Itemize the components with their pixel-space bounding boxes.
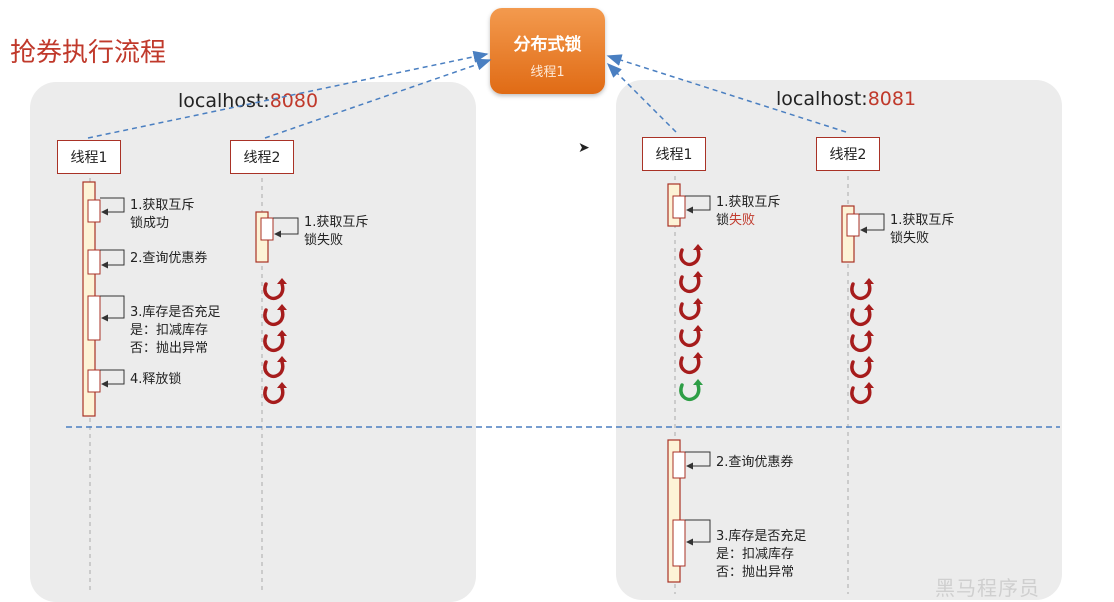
retry-arrowhead bbox=[277, 278, 287, 284]
lock-request-arrow bbox=[606, 62, 677, 133]
step-check-stock: 3.库存是否充足是：扣减库存否：抛出异常 bbox=[716, 529, 807, 580]
host-label: localhost: bbox=[776, 88, 868, 110]
retry-arrowhead bbox=[693, 271, 703, 277]
self-call-box bbox=[672, 451, 686, 479]
lock-title: 分布式锁 bbox=[513, 35, 582, 55]
host-label: localhost: bbox=[178, 90, 270, 112]
self-call-box bbox=[672, 519, 686, 567]
self-call-box bbox=[87, 369, 101, 393]
step-query-coupon: 2.查询优惠券 bbox=[716, 455, 794, 470]
step-acquire-lock: 1.获取互斥锁失败 bbox=[890, 213, 955, 246]
thread-box-8080-t2: 线程2 bbox=[230, 140, 294, 174]
retry-spin-icon bbox=[263, 386, 285, 405]
self-call-arrow bbox=[100, 295, 125, 322]
retry-arrowhead bbox=[693, 352, 703, 358]
retry-arrowhead bbox=[693, 298, 703, 304]
success-spin-icon bbox=[679, 383, 701, 402]
watermark: 黑马程序员 bbox=[935, 576, 1040, 600]
self-call-box bbox=[87, 249, 101, 275]
retry-spin-icon bbox=[850, 334, 872, 353]
thread-box-8081-t1: 线程1 bbox=[642, 137, 706, 171]
retry-spin-icon bbox=[850, 308, 872, 327]
retry-spin-group bbox=[679, 244, 703, 402]
retry-arrowhead bbox=[693, 325, 703, 331]
retry-spin-group bbox=[850, 278, 874, 405]
step-check-stock: 3.库存是否充足是：扣减库存否：抛出异常 bbox=[130, 305, 221, 356]
self-call-arrow bbox=[685, 519, 711, 546]
retry-arrowhead bbox=[277, 304, 287, 310]
thread-box-8081-t2: 线程2 bbox=[816, 137, 880, 171]
retry-spin-icon bbox=[850, 282, 872, 301]
retry-spin-icon bbox=[679, 275, 701, 294]
retry-spin-icon bbox=[679, 329, 701, 348]
self-call-arrow bbox=[685, 195, 711, 214]
retry-spin-icon bbox=[263, 282, 285, 301]
thread-box-8080-t1: 线程1 bbox=[57, 140, 121, 174]
retry-spin-icon bbox=[679, 302, 701, 321]
step-acquire-lock: 1.获取互斥锁成功 bbox=[130, 198, 195, 231]
self-call-box bbox=[87, 295, 101, 341]
step-release-lock: 4.释放锁 bbox=[130, 372, 182, 387]
self-call-arrow bbox=[100, 369, 125, 388]
retry-spin-icon bbox=[850, 360, 872, 379]
lock-request-arrow bbox=[264, 58, 492, 139]
retry-spin-icon bbox=[263, 308, 285, 327]
port-label: 8080 bbox=[269, 90, 319, 112]
retry-arrowhead bbox=[864, 330, 874, 336]
step-acquire-lock: 1.获取互斥 锁失败 bbox=[716, 195, 781, 228]
lock-request-arrow bbox=[606, 54, 847, 133]
retry-arrowhead bbox=[693, 244, 703, 250]
distributed-lock-box: 分布式锁 线程1 bbox=[490, 8, 605, 94]
server-label-8080: localhost:8080 bbox=[178, 90, 318, 112]
retry-arrowhead bbox=[864, 382, 874, 388]
retry-spin-group bbox=[263, 278, 287, 405]
mouse-cursor-icon: ➤ bbox=[578, 140, 590, 156]
lock-holder: 线程1 bbox=[530, 65, 565, 80]
self-call-box bbox=[672, 195, 686, 219]
self-call-box bbox=[846, 213, 860, 237]
retry-arrowhead bbox=[277, 356, 287, 362]
self-call-arrow bbox=[100, 197, 125, 216]
retry-arrowhead bbox=[693, 379, 703, 385]
retry-arrowhead bbox=[864, 278, 874, 284]
server-label-8081: localhost:8081 bbox=[776, 88, 916, 110]
retry-spin-icon bbox=[263, 334, 285, 353]
retry-arrowhead bbox=[277, 382, 287, 388]
retry-arrowhead bbox=[277, 330, 287, 336]
retry-arrowhead bbox=[864, 356, 874, 362]
self-call-box bbox=[87, 199, 101, 223]
self-call-box bbox=[260, 217, 274, 241]
page-title: 抢券执行流程 bbox=[10, 38, 167, 68]
port-label: 8081 bbox=[867, 88, 917, 110]
retry-spin-icon bbox=[679, 356, 701, 375]
self-call-arrow bbox=[273, 217, 299, 238]
retry-spin-icon bbox=[679, 248, 701, 267]
step-acquire-lock: 1.获取互斥锁失败 bbox=[304, 215, 369, 248]
lock-request-arrow bbox=[87, 50, 489, 139]
self-call-arrow bbox=[100, 249, 125, 269]
retry-spin-icon bbox=[263, 360, 285, 379]
retry-spin-icon bbox=[850, 386, 872, 405]
retry-arrowhead bbox=[864, 304, 874, 310]
step-query-coupon: 2.查询优惠券 bbox=[130, 251, 208, 266]
self-call-arrow bbox=[685, 451, 711, 470]
self-call-arrow bbox=[859, 213, 885, 234]
